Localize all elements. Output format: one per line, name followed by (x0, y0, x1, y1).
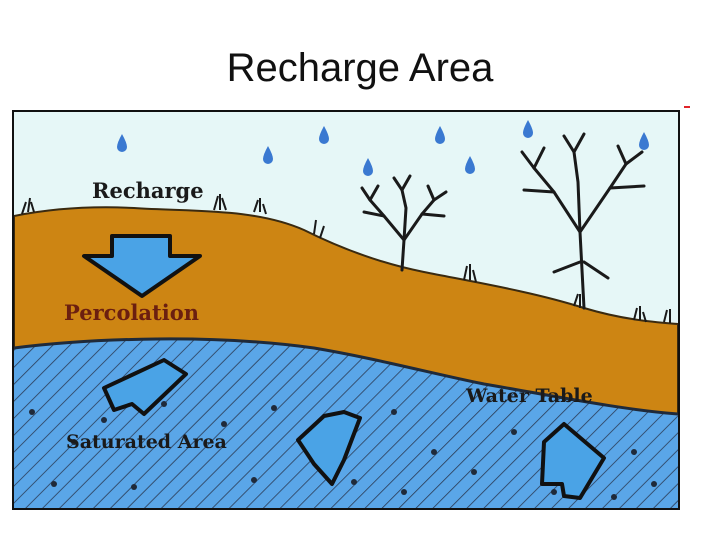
label-recharge: Recharge (92, 178, 204, 203)
saturated-dots (29, 401, 657, 500)
tree-large (520, 132, 646, 310)
grass (21, 194, 671, 323)
diagram-canvas: Recharge Percolation Water Table Saturat… (14, 112, 678, 508)
label-percolation: Percolation (64, 300, 199, 325)
flow-arrow-icon (102, 358, 188, 416)
label-saturated-area: Saturated Area (66, 431, 227, 453)
rain-drop-icon (435, 126, 445, 144)
rain-drop-icon (363, 158, 373, 176)
percolation-arrow-icon (82, 234, 202, 298)
water-table-line (14, 337, 678, 416)
label-water-table: Water Table (465, 385, 593, 407)
rain-drop-icon (639, 132, 649, 150)
rain-drop-icon (263, 146, 273, 164)
rain-drop-icon (117, 134, 127, 152)
rain-drop-icon (523, 120, 533, 138)
rain-drop-icon (319, 126, 329, 144)
slide-title: Recharge Area (226, 46, 494, 90)
flow-arrow-icon (296, 410, 362, 486)
rain-drops (117, 120, 649, 176)
corner-dash (684, 106, 690, 108)
tree-small (360, 174, 448, 272)
flow-arrow-icon (540, 422, 606, 500)
recharge-diagram: Recharge Percolation Water Table Saturat… (12, 110, 680, 510)
rain-drop-icon (465, 156, 475, 174)
